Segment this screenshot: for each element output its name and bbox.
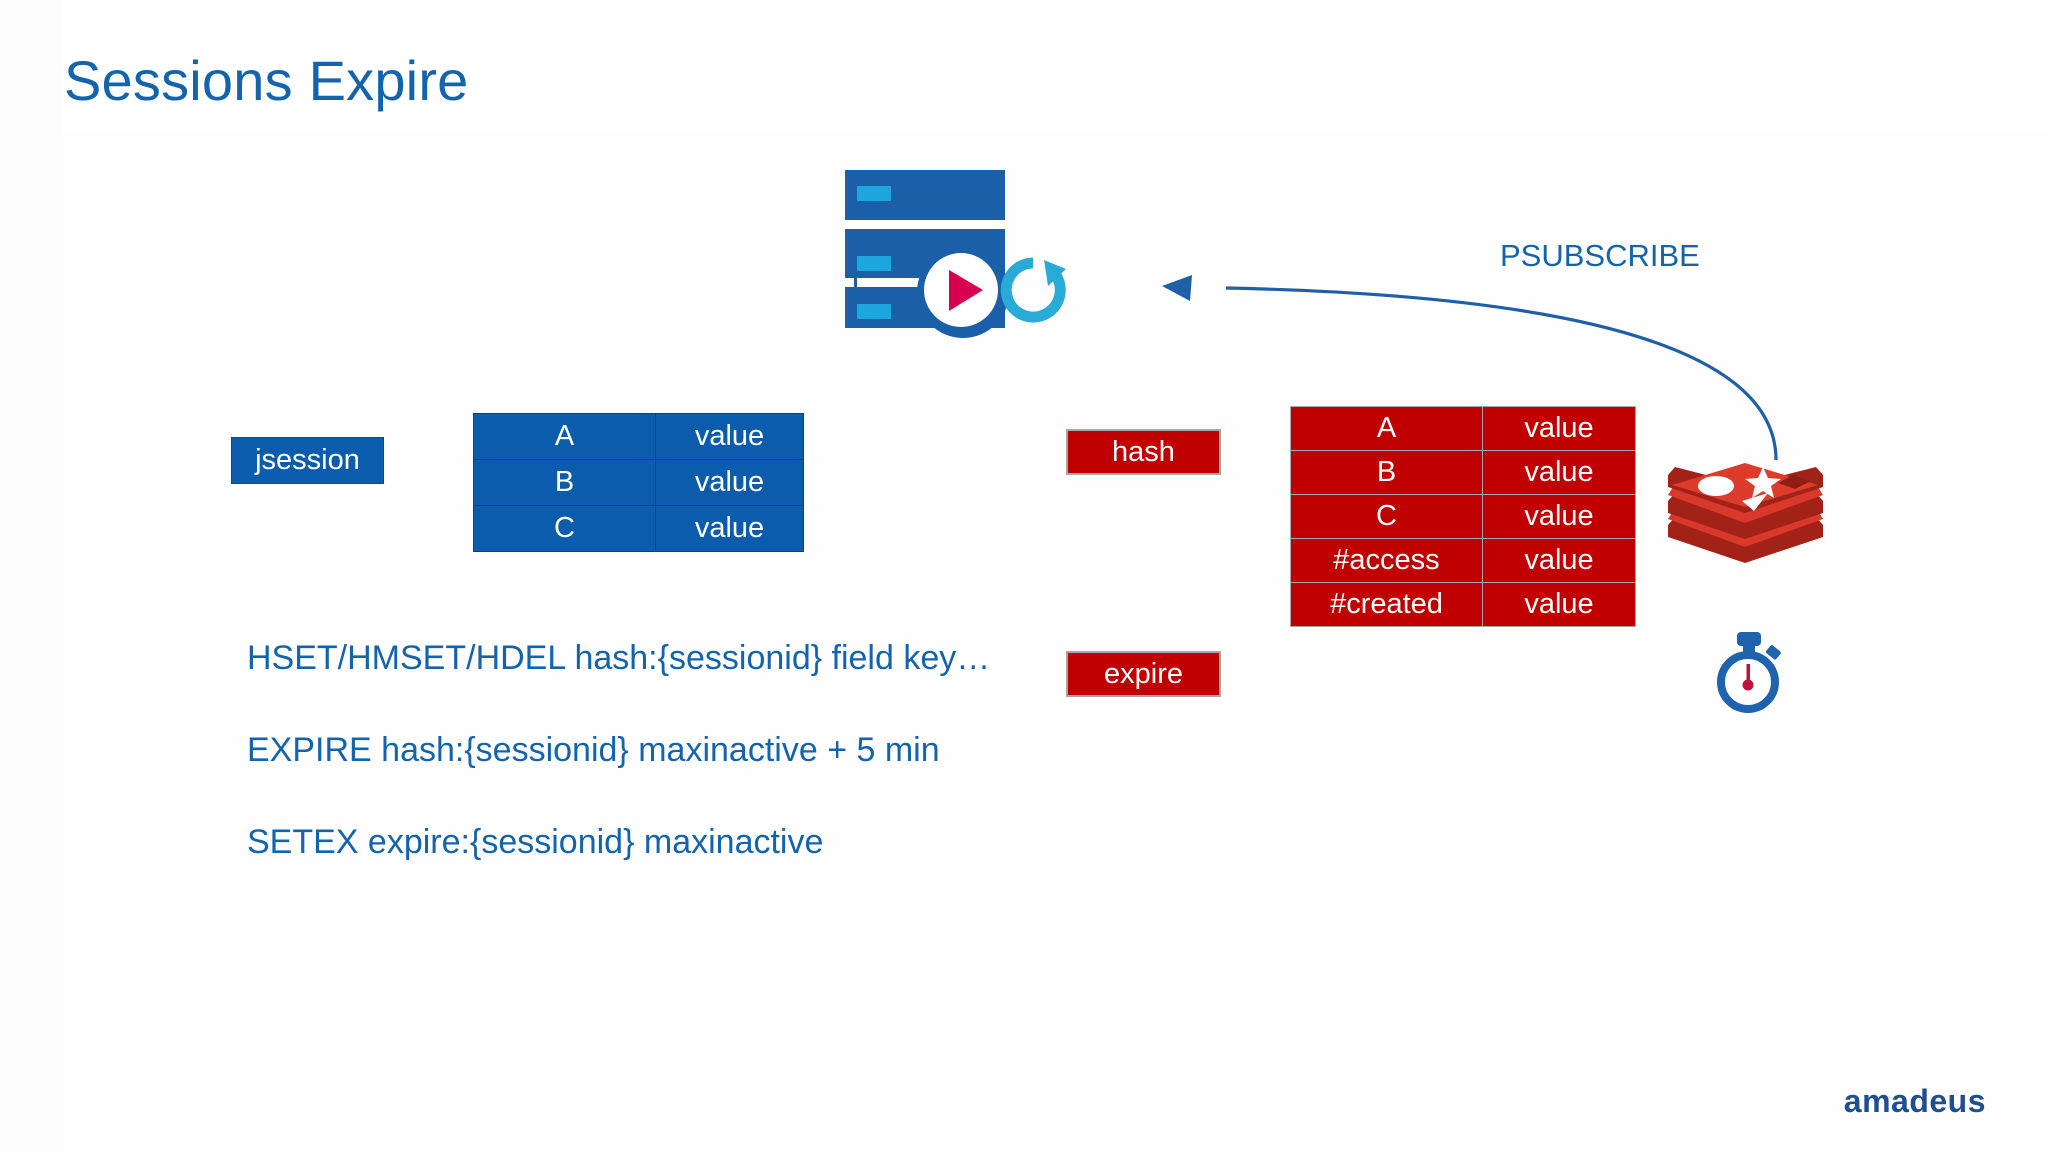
table-cell-key: B bbox=[1290, 450, 1483, 495]
table-cell-value: value bbox=[1482, 538, 1636, 583]
command-line-setex: SETEX expire:{sessionid} maxinactive bbox=[247, 823, 824, 861]
table-cell-key: #access bbox=[1290, 538, 1483, 583]
amadeus-logo: amadeus bbox=[1843, 1083, 1986, 1119]
table-cell-key: A bbox=[1290, 406, 1483, 451]
command-line-expire: EXPIRE hash:{sessionid} maxinactive + 5 … bbox=[247, 731, 940, 769]
table-cell-value: value bbox=[1482, 406, 1636, 451]
jsession-label: jsession bbox=[231, 437, 384, 484]
table-cell-value: value bbox=[1482, 450, 1636, 495]
table-cell-value: value bbox=[655, 459, 804, 506]
table-cell-key: #created bbox=[1290, 582, 1483, 627]
table-cell-value: value bbox=[1482, 494, 1636, 539]
table-cell-value: value bbox=[1482, 582, 1636, 627]
table-cell-value: value bbox=[655, 413, 804, 460]
redis-logo-icon bbox=[1668, 455, 1823, 580]
left-margin-band bbox=[0, 0, 62, 1152]
table-cell-value: value bbox=[655, 505, 804, 552]
table-cell-key: C bbox=[1290, 494, 1483, 539]
hash-label: hash bbox=[1066, 429, 1221, 475]
curved-arrow-icon bbox=[1140, 255, 1820, 465]
expire-label: expire bbox=[1066, 651, 1221, 697]
page-title: Sessions Expire bbox=[64, 49, 469, 112]
table-cell-key: C bbox=[473, 505, 656, 552]
table-cell-key: B bbox=[473, 459, 656, 506]
table-cell-key: A bbox=[473, 413, 656, 460]
command-line-hset: HSET/HMSET/HDEL hash:{sessionid} field k… bbox=[247, 639, 991, 677]
psubscribe-label: PSUBSCRIBE bbox=[1500, 238, 1700, 273]
stopwatch-icon bbox=[1712, 630, 1787, 715]
application-server-icon bbox=[845, 170, 1105, 350]
